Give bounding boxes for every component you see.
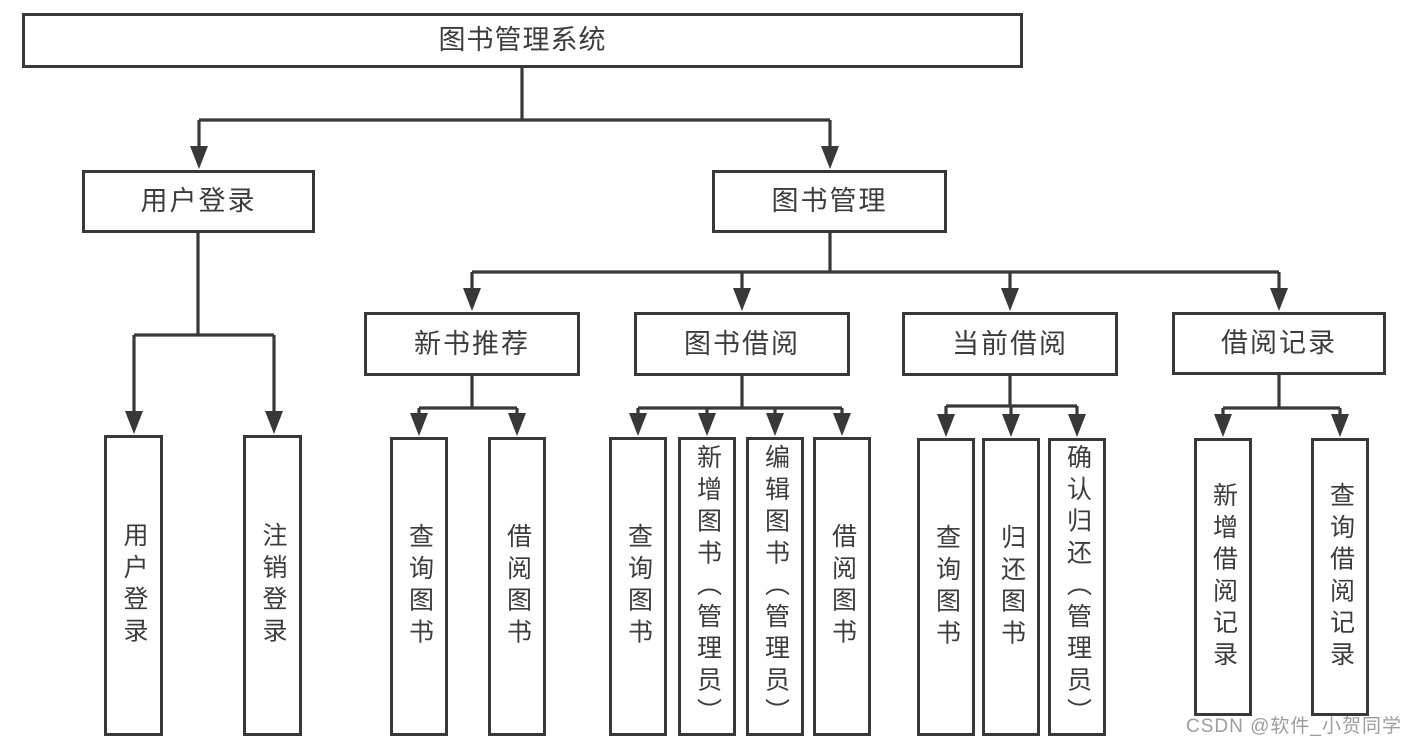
node-label: 注销登录 [259,522,287,649]
node-label: 查询图书 [932,523,961,651]
leaf-search-books: 查询图书 [390,437,448,736]
node-label: 归还图书 [997,523,1026,651]
node-book-management: 图书管理 [712,170,947,233]
node-label: 确认归还（管理员） [1063,444,1092,730]
leaf-edit-book-admin: 编辑图书（管理员） [746,437,804,736]
leaf-logout: 注销登录 [243,435,302,736]
leaf-confirm-return-admin: 确认归还（管理员） [1048,438,1106,736]
node-label: 借阅图书 [828,523,857,650]
node-library-management-system: 图书管理系统 [22,13,1023,68]
node-label: 借阅图书 [503,523,532,650]
leaf-user-login: 用户登录 [104,435,163,736]
csdn-watermark: CSDN @软件_小贺同学 [1186,716,1402,737]
node-label: 用户登录 [120,522,148,649]
node-label: 查询图书 [405,523,434,650]
node-label: 新增图书（管理员） [693,443,722,730]
leaf-borrow-books: 借阅图书 [488,437,546,736]
leaf-return-books: 归还图书 [982,438,1040,736]
node-label: 新增借阅记录 [1209,481,1238,673]
node-current-borrowing: 当前借阅 [902,312,1118,376]
node-label: 图书管理系统 [438,25,607,55]
node-label: 编辑图书（管理员） [761,443,790,730]
leaf-add-book-admin: 新增图书（管理员） [678,437,736,736]
node-user-login: 用户登录 [82,170,315,233]
node-label: 图书管理 [771,186,888,216]
node-label: 查询图书 [624,523,653,650]
node-borrowing-records: 借阅记录 [1172,312,1386,375]
leaf-search-books-2: 查询图书 [609,437,667,736]
node-book-borrowing: 图书借阅 [634,312,850,376]
leaf-search-books-3: 查询图书 [917,438,975,736]
leaf-borrow-books-2: 借阅图书 [813,437,871,736]
node-label: 新书推荐 [414,328,530,359]
node-label: 借阅记录 [1221,328,1337,358]
node-label: 查询借阅记录 [1326,481,1355,673]
node-label: 当前借阅 [952,328,1068,359]
node-new-book-recommendation: 新书推荐 [364,312,580,376]
leaf-add-borrow-record: 新增借阅记录 [1194,438,1252,716]
leaf-search-borrow-record: 查询借阅记录 [1311,438,1369,716]
node-label: 图书借阅 [684,328,800,359]
node-label: 用户登录 [140,186,257,216]
